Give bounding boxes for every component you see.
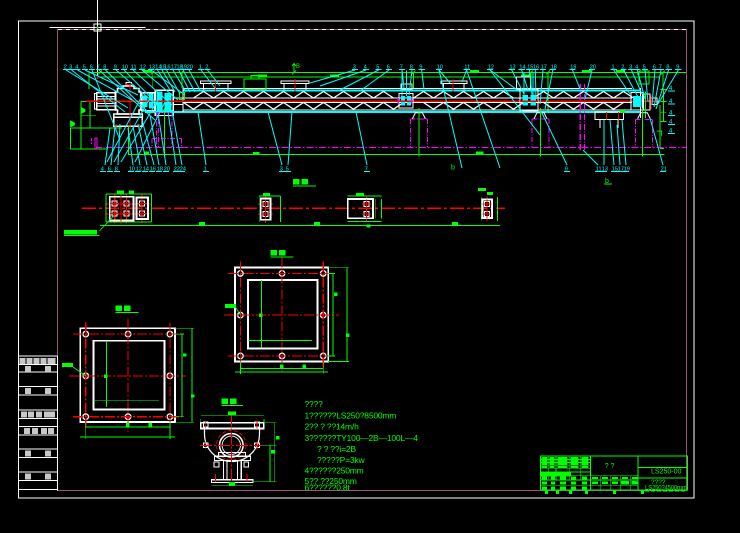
svg-text:2: 2 bbox=[621, 64, 624, 70]
svg-text:15: 15 bbox=[527, 64, 533, 70]
svg-text:4: 4 bbox=[669, 129, 673, 135]
svg-text:4: 4 bbox=[669, 86, 673, 92]
svg-text:B: B bbox=[296, 64, 300, 70]
svg-text:4: 4 bbox=[364, 64, 367, 70]
svg-text:8: 8 bbox=[115, 166, 118, 172]
svg-text:4: 4 bbox=[669, 111, 673, 117]
svg-text:????: ???? bbox=[305, 399, 324, 409]
svg-text:7: 7 bbox=[400, 64, 403, 70]
svg-text:6: 6 bbox=[653, 64, 656, 70]
svg-text:20: 20 bbox=[164, 166, 170, 172]
svg-text:2?? ? ??14m/h: 2?? ? ??14m/h bbox=[305, 422, 360, 432]
svg-text:7: 7 bbox=[365, 166, 368, 172]
svg-text:16: 16 bbox=[164, 64, 170, 70]
svg-text:b: b bbox=[451, 165, 455, 172]
svg-text:4: 4 bbox=[669, 120, 673, 126]
svg-text:10: 10 bbox=[122, 64, 128, 70]
svg-text:8: 8 bbox=[103, 64, 106, 70]
svg-text:7: 7 bbox=[659, 64, 662, 70]
svg-text:3: 3 bbox=[69, 64, 72, 70]
svg-text:20: 20 bbox=[590, 64, 596, 70]
svg-text:LS250?4500mm: LS250?4500mm bbox=[645, 486, 687, 492]
svg-text:6??????0.8t: 6??????0.8t bbox=[305, 483, 351, 493]
svg-text:3: 3 bbox=[280, 166, 283, 172]
svg-text:14: 14 bbox=[519, 64, 525, 70]
svg-text:11: 11 bbox=[464, 64, 470, 70]
svg-text:3: 3 bbox=[629, 64, 632, 70]
svg-text:12: 12 bbox=[488, 64, 494, 70]
svg-text:9: 9 bbox=[565, 166, 568, 172]
svg-text:????: ???? bbox=[651, 479, 666, 486]
svg-text:9: 9 bbox=[114, 64, 117, 70]
svg-text:13: 13 bbox=[149, 64, 155, 70]
svg-text:b: b bbox=[605, 178, 609, 185]
svg-text:6: 6 bbox=[108, 166, 111, 172]
svg-text:9: 9 bbox=[419, 64, 422, 70]
svg-text:4: 4 bbox=[635, 64, 638, 70]
svg-text:2: 2 bbox=[64, 64, 67, 70]
svg-text:17: 17 bbox=[171, 64, 177, 70]
svg-text:10: 10 bbox=[437, 64, 443, 70]
svg-text:18: 18 bbox=[177, 64, 183, 70]
svg-text:4: 4 bbox=[669, 99, 673, 105]
svg-text:8: 8 bbox=[410, 64, 413, 70]
svg-text:5: 5 bbox=[376, 64, 379, 70]
svg-text:7: 7 bbox=[97, 64, 100, 70]
svg-text:3: 3 bbox=[353, 64, 356, 70]
svg-text:21: 21 bbox=[661, 166, 667, 172]
svg-text:? ? ??i=2B: ? ? ??i=2B bbox=[317, 444, 356, 454]
svg-text:17: 17 bbox=[618, 166, 624, 172]
svg-text:24: 24 bbox=[180, 166, 186, 172]
svg-text:10: 10 bbox=[129, 166, 135, 172]
svg-text:18: 18 bbox=[551, 64, 557, 70]
svg-text:16: 16 bbox=[533, 64, 539, 70]
svg-text:5: 5 bbox=[643, 64, 646, 70]
svg-text:12: 12 bbox=[136, 166, 142, 172]
svg-text:19: 19 bbox=[570, 64, 576, 70]
svg-text:1: 1 bbox=[204, 166, 207, 172]
svg-text:13: 13 bbox=[602, 166, 608, 172]
svg-text:1: 1 bbox=[612, 64, 615, 70]
svg-text:9: 9 bbox=[676, 64, 679, 70]
svg-text:8: 8 bbox=[666, 64, 669, 70]
svg-text:15: 15 bbox=[160, 64, 166, 70]
svg-text:6: 6 bbox=[387, 64, 390, 70]
svg-text:12: 12 bbox=[140, 64, 146, 70]
svg-text:11: 11 bbox=[596, 166, 602, 172]
svg-text:18: 18 bbox=[157, 166, 163, 172]
svg-text:17: 17 bbox=[541, 64, 547, 70]
svg-text:4??????250mm: 4??????250mm bbox=[305, 466, 364, 476]
svg-text:14: 14 bbox=[155, 64, 161, 70]
svg-text:1: 1 bbox=[199, 64, 202, 70]
svg-text:2: 2 bbox=[205, 64, 208, 70]
svg-text:22: 22 bbox=[174, 166, 180, 172]
svg-text:LS250-00: LS250-00 bbox=[651, 469, 681, 476]
svg-text:4: 4 bbox=[101, 166, 104, 172]
svg-text:13: 13 bbox=[510, 64, 516, 70]
svg-text:5?? ??250mm: 5?? ??250mm bbox=[305, 476, 357, 486]
svg-text:20: 20 bbox=[187, 64, 193, 70]
svg-text:14: 14 bbox=[143, 166, 149, 172]
svg-text:3??????TY100—2B—100L—4: 3??????TY100—2B—100L—4 bbox=[305, 433, 419, 443]
svg-text:11: 11 bbox=[131, 64, 137, 70]
svg-text:16: 16 bbox=[150, 166, 156, 172]
svg-text:15: 15 bbox=[612, 166, 618, 172]
svg-text:19: 19 bbox=[181, 64, 187, 70]
svg-text:? ?: ? ? bbox=[605, 463, 615, 470]
svg-text:5: 5 bbox=[83, 64, 86, 70]
svg-text:19: 19 bbox=[624, 166, 630, 172]
svg-text:1??????LS250?8500mm: 1??????LS250?8500mm bbox=[305, 411, 397, 421]
svg-text:4: 4 bbox=[75, 64, 78, 70]
svg-text:?????P=3kw: ?????P=3kw bbox=[317, 455, 365, 465]
svg-text:6: 6 bbox=[90, 64, 93, 70]
svg-text:5: 5 bbox=[286, 166, 289, 172]
